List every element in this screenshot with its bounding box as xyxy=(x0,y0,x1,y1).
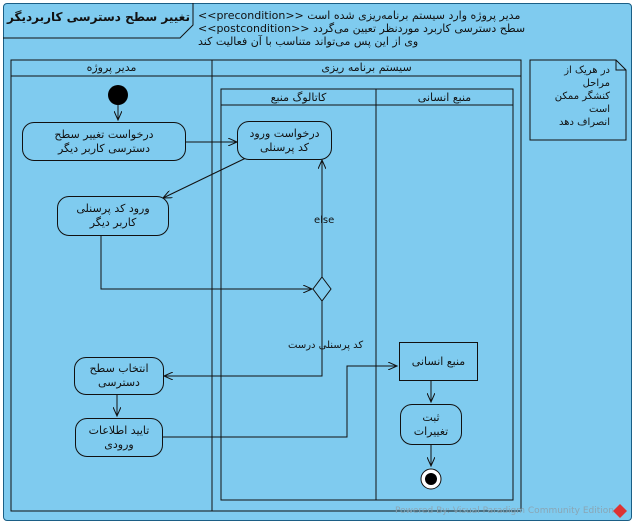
swimlane-container xyxy=(10,59,522,512)
control-flows xyxy=(100,105,431,466)
watermark: Powered By: Visual Paradigm Community Ed… xyxy=(395,506,614,516)
lane-project-manager: مدیر پروژه xyxy=(86,61,137,74)
action-enter-personnel-code[interactable]: ورود کد پرسنلی کاربر دیگر xyxy=(57,196,169,236)
postcondition-text: سطح دسترسی کاربرد موردنظر تعیین می‌گردد … xyxy=(198,22,526,35)
action-confirm-input[interactable]: تایید اطلاعات ورودی xyxy=(75,418,163,457)
lane-resource-catalog: کاتالوگ منبع xyxy=(270,91,327,104)
action-select-access-level[interactable]: انتخاب سطح دسترسی xyxy=(74,357,164,395)
cancel-note-text: در هریک از مراحل کنشگر ممکن است انصراف د… xyxy=(554,65,610,128)
action-request-access-change[interactable]: درخواست تغییر سطح دسترسی کاربر دیگر xyxy=(22,122,186,161)
note-shape xyxy=(529,59,627,141)
note-fold xyxy=(615,60,626,71)
object-node-human-resource[interactable]: منبع انسانی xyxy=(399,342,478,381)
visual-paradigm-logo-icon xyxy=(613,504,627,518)
title-tab xyxy=(3,3,194,39)
lane-human-resource: منبع انسانی xyxy=(417,91,472,104)
guard-else: else xyxy=(314,215,335,226)
lane-planning-system: سیستم برنامه ریزی xyxy=(321,61,412,74)
guard-valid-code: کد پرسنلی درست xyxy=(288,340,364,351)
action-save-changes[interactable]: ثبت تغییرات xyxy=(400,404,462,445)
final-node-inner xyxy=(425,473,437,485)
postcondition-continued-text: وی از این پس می‌تواند متناسب با آن فعالی… xyxy=(198,35,419,48)
initial-node xyxy=(108,85,128,105)
planning-system-subpartition xyxy=(220,88,514,501)
action-request-personnel-code[interactable]: درخواست ورود کد پرسنلی xyxy=(237,121,332,160)
diagram-title: تغییر سطح دسترسی کاربردیگر xyxy=(7,10,190,24)
decision-node xyxy=(312,276,332,302)
precondition-text: مدیر پروژه وارد سیستم برنامه‌ریزی شده اس… xyxy=(198,9,521,22)
